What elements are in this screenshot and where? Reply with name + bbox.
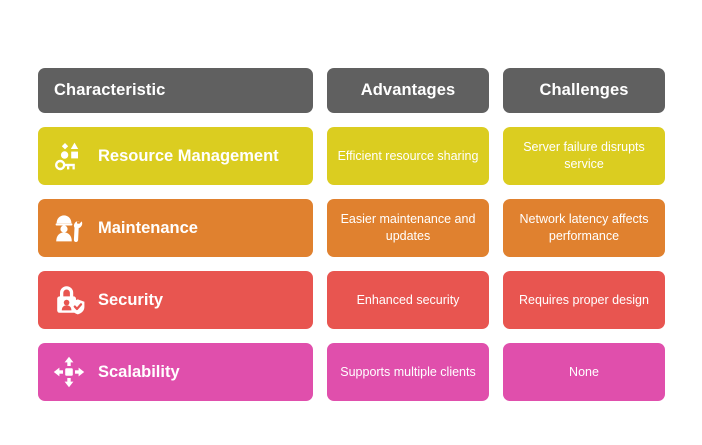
row-label: Resource Management — [98, 146, 279, 165]
row-challenge: None — [503, 343, 665, 401]
shapes-key-icon — [52, 139, 86, 173]
row-characteristic-maintenance: Maintenance — [38, 199, 313, 257]
row-characteristic-security: Security — [38, 271, 313, 329]
header-label-characteristic: Characteristic — [54, 81, 166, 99]
challenge-text: None — [569, 364, 599, 379]
challenge-text: Requires proper design — [519, 292, 649, 307]
challenge-text: Server failure disrupts service — [523, 140, 645, 171]
expand-arrows-icon — [52, 355, 86, 389]
advantage-text: Supports multiple clients — [340, 364, 476, 379]
row-label: Security — [98, 290, 164, 309]
header-label-challenges: Challenges — [539, 81, 629, 99]
row-challenge: Requires proper design — [503, 271, 665, 329]
challenge-text: Network latency affects performance — [519, 212, 649, 243]
table-row: Maintenance Easier maintenance and updat… — [38, 199, 665, 257]
row-label: Maintenance — [98, 218, 198, 237]
row-challenge: Network latency affects performance — [503, 199, 665, 257]
header-label-advantages: Advantages — [360, 81, 456, 99]
row-characteristic-resource-management: Resource Management — [38, 127, 313, 185]
row-advantage: Efficient resource sharing — [327, 127, 489, 185]
row-characteristic-scalability: Scalability — [38, 343, 313, 401]
row-challenge: Server failure disrupts service — [503, 127, 665, 185]
advantage-text: Enhanced security — [356, 292, 460, 307]
header-cell-challenges: Challenges — [503, 68, 665, 113]
row-advantage: Easier maintenance and updates — [327, 199, 489, 257]
advantage-text: Efficient resource sharing — [337, 148, 479, 163]
comparison-table: Characteristic Advantages Challenges — [38, 68, 665, 401]
table-header-row: Characteristic Advantages Challenges — [38, 68, 665, 113]
padlock-shield-icon — [52, 283, 86, 317]
row-label: Scalability — [98, 362, 180, 381]
header-cell-characteristic: Characteristic — [38, 68, 313, 113]
row-advantage: Enhanced security — [327, 271, 489, 329]
worker-wrench-icon — [52, 211, 86, 245]
header-cell-advantages: Advantages — [327, 68, 489, 113]
table-row: Resource Management Efficient resource s… — [38, 127, 665, 185]
row-advantage: Supports multiple clients — [327, 343, 489, 401]
table-row: Security Enhanced security Requires prop… — [38, 271, 665, 329]
advantage-text: Easier maintenance and updates — [340, 212, 476, 243]
table-row: Scalability Supports multiple clients No… — [38, 343, 665, 401]
